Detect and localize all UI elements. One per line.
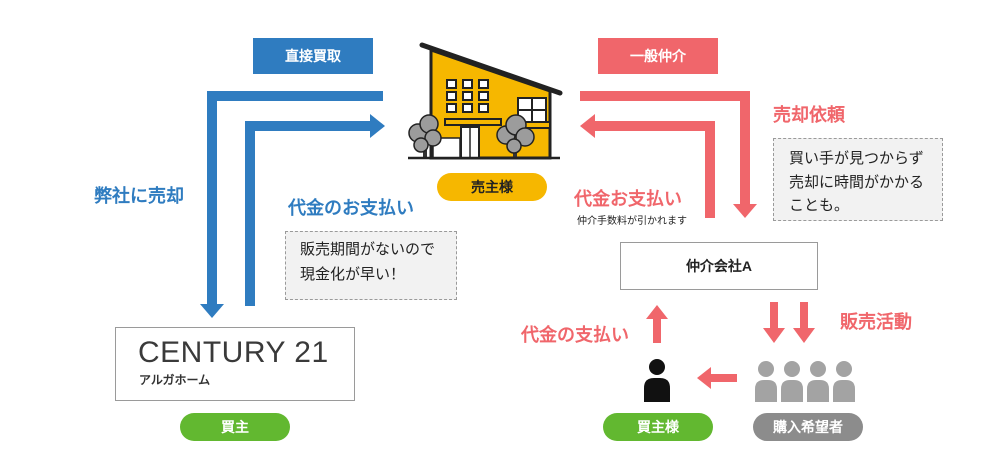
sales-activity-caption: 販売活動 — [840, 312, 912, 332]
prospect-to-buyer-arrowhead — [697, 367, 711, 389]
person-head — [649, 359, 665, 375]
prospect-to-buyer-arrow — [697, 367, 737, 389]
direct-payment-arrow-line — [245, 121, 372, 306]
person-group-icon — [755, 361, 855, 402]
brokerage-payment-caption: 代金お支払い — [574, 189, 682, 209]
house-window — [478, 79, 489, 89]
direct-sale-arrowhead — [200, 304, 224, 318]
sales-activity-arrow-1-head — [763, 328, 785, 343]
house-icon — [408, 42, 563, 160]
prospect-person-icon — [807, 361, 829, 402]
house-window — [478, 103, 489, 113]
direct-payment-caption: 代金のお支払い — [288, 198, 414, 218]
brokerage-buyer-badge: 買主様 — [603, 413, 713, 441]
house-roof — [419, 42, 563, 96]
person-body — [755, 380, 777, 402]
agency-box: 仲介会社A — [620, 242, 818, 290]
direct-purchase-note-line: 販売期間がないので — [300, 241, 436, 258]
general-brokerage-note-line: 売却に時間がかかる — [789, 173, 925, 191]
tree-icon — [408, 114, 442, 158]
brokerage-payment-arrow — [580, 114, 715, 218]
person-body — [644, 378, 670, 402]
prospect-person-icon — [781, 361, 803, 402]
company-logo: CENTURY 21 アルガホーム — [115, 327, 355, 401]
house-window — [462, 79, 473, 89]
direct-purchase-note: 販売期間がないので 現金化が早い！ — [285, 231, 457, 300]
person-head — [836, 361, 852, 377]
general-brokerage-note-line: 買い手が見つからず — [789, 150, 924, 167]
direct-sale-arrow-line — [207, 91, 383, 306]
house-window — [446, 103, 457, 113]
brokerage-fee-note: 仲介手数料が引かれます — [577, 216, 687, 227]
company-branch: アルガホーム — [139, 373, 211, 387]
direct-payment-arrow — [245, 114, 385, 306]
house-windows — [446, 79, 489, 113]
tree-icon — [496, 114, 535, 158]
direct-sale-arrow — [200, 91, 383, 318]
sales-activity-arrow-2-head — [793, 328, 815, 343]
direct-buyer-badge: 買主 — [180, 413, 290, 441]
house-window — [446, 91, 457, 101]
person-body — [781, 380, 803, 402]
prospects-badge: 購入希望者 — [753, 413, 863, 441]
sale-request-arrow-line — [580, 91, 750, 206]
general-brokerage-note: 買い手が見つからず 売却に時間がかかる ことも。 — [773, 138, 943, 221]
house-window — [478, 91, 489, 101]
prospect-person-icon — [833, 361, 855, 402]
person-head — [758, 361, 774, 377]
tree-foliage — [515, 127, 535, 147]
sale-request-arrow — [580, 91, 757, 218]
seller-badge: 売主様 — [437, 173, 547, 201]
house-awning — [444, 118, 502, 126]
buyer-payment-arrow — [646, 305, 668, 343]
sales-activity-arrow-2 — [793, 302, 815, 343]
prospect-person-icon — [755, 361, 777, 402]
brokerage-payment-arrowhead — [580, 114, 595, 138]
house-window — [462, 91, 473, 101]
person-head — [810, 361, 826, 377]
sell-to-us-caption: 弊社に売却 — [94, 186, 184, 206]
buyer-payment-arrowhead — [646, 305, 668, 319]
person-body — [833, 380, 855, 402]
company-name: CENTURY 21 — [138, 336, 329, 369]
person-body — [807, 380, 829, 402]
sale-request-caption: 売却依頼 — [773, 105, 845, 125]
brokerage-payment-arrow-line — [593, 121, 715, 218]
person-head — [784, 361, 800, 377]
general-brokerage-note-line: ことも。 — [789, 197, 850, 214]
sale-request-arrowhead — [733, 204, 757, 218]
tree-foliage — [413, 137, 429, 153]
general-brokerage-label: 一般仲介 — [598, 38, 718, 74]
buyer-payment-caption: 代金の支払い — [521, 325, 629, 345]
direct-purchase-note-line: 現金化が早い！ — [300, 266, 406, 283]
tree-foliage — [424, 129, 442, 147]
direct-purchase-label: 直接買取 — [253, 38, 373, 74]
house-window — [446, 79, 457, 89]
person-icon — [644, 359, 670, 402]
sales-activity-arrow-1 — [763, 302, 785, 343]
house-window — [462, 103, 473, 113]
direct-payment-arrowhead — [370, 114, 385, 138]
tree-foliage — [506, 138, 522, 154]
